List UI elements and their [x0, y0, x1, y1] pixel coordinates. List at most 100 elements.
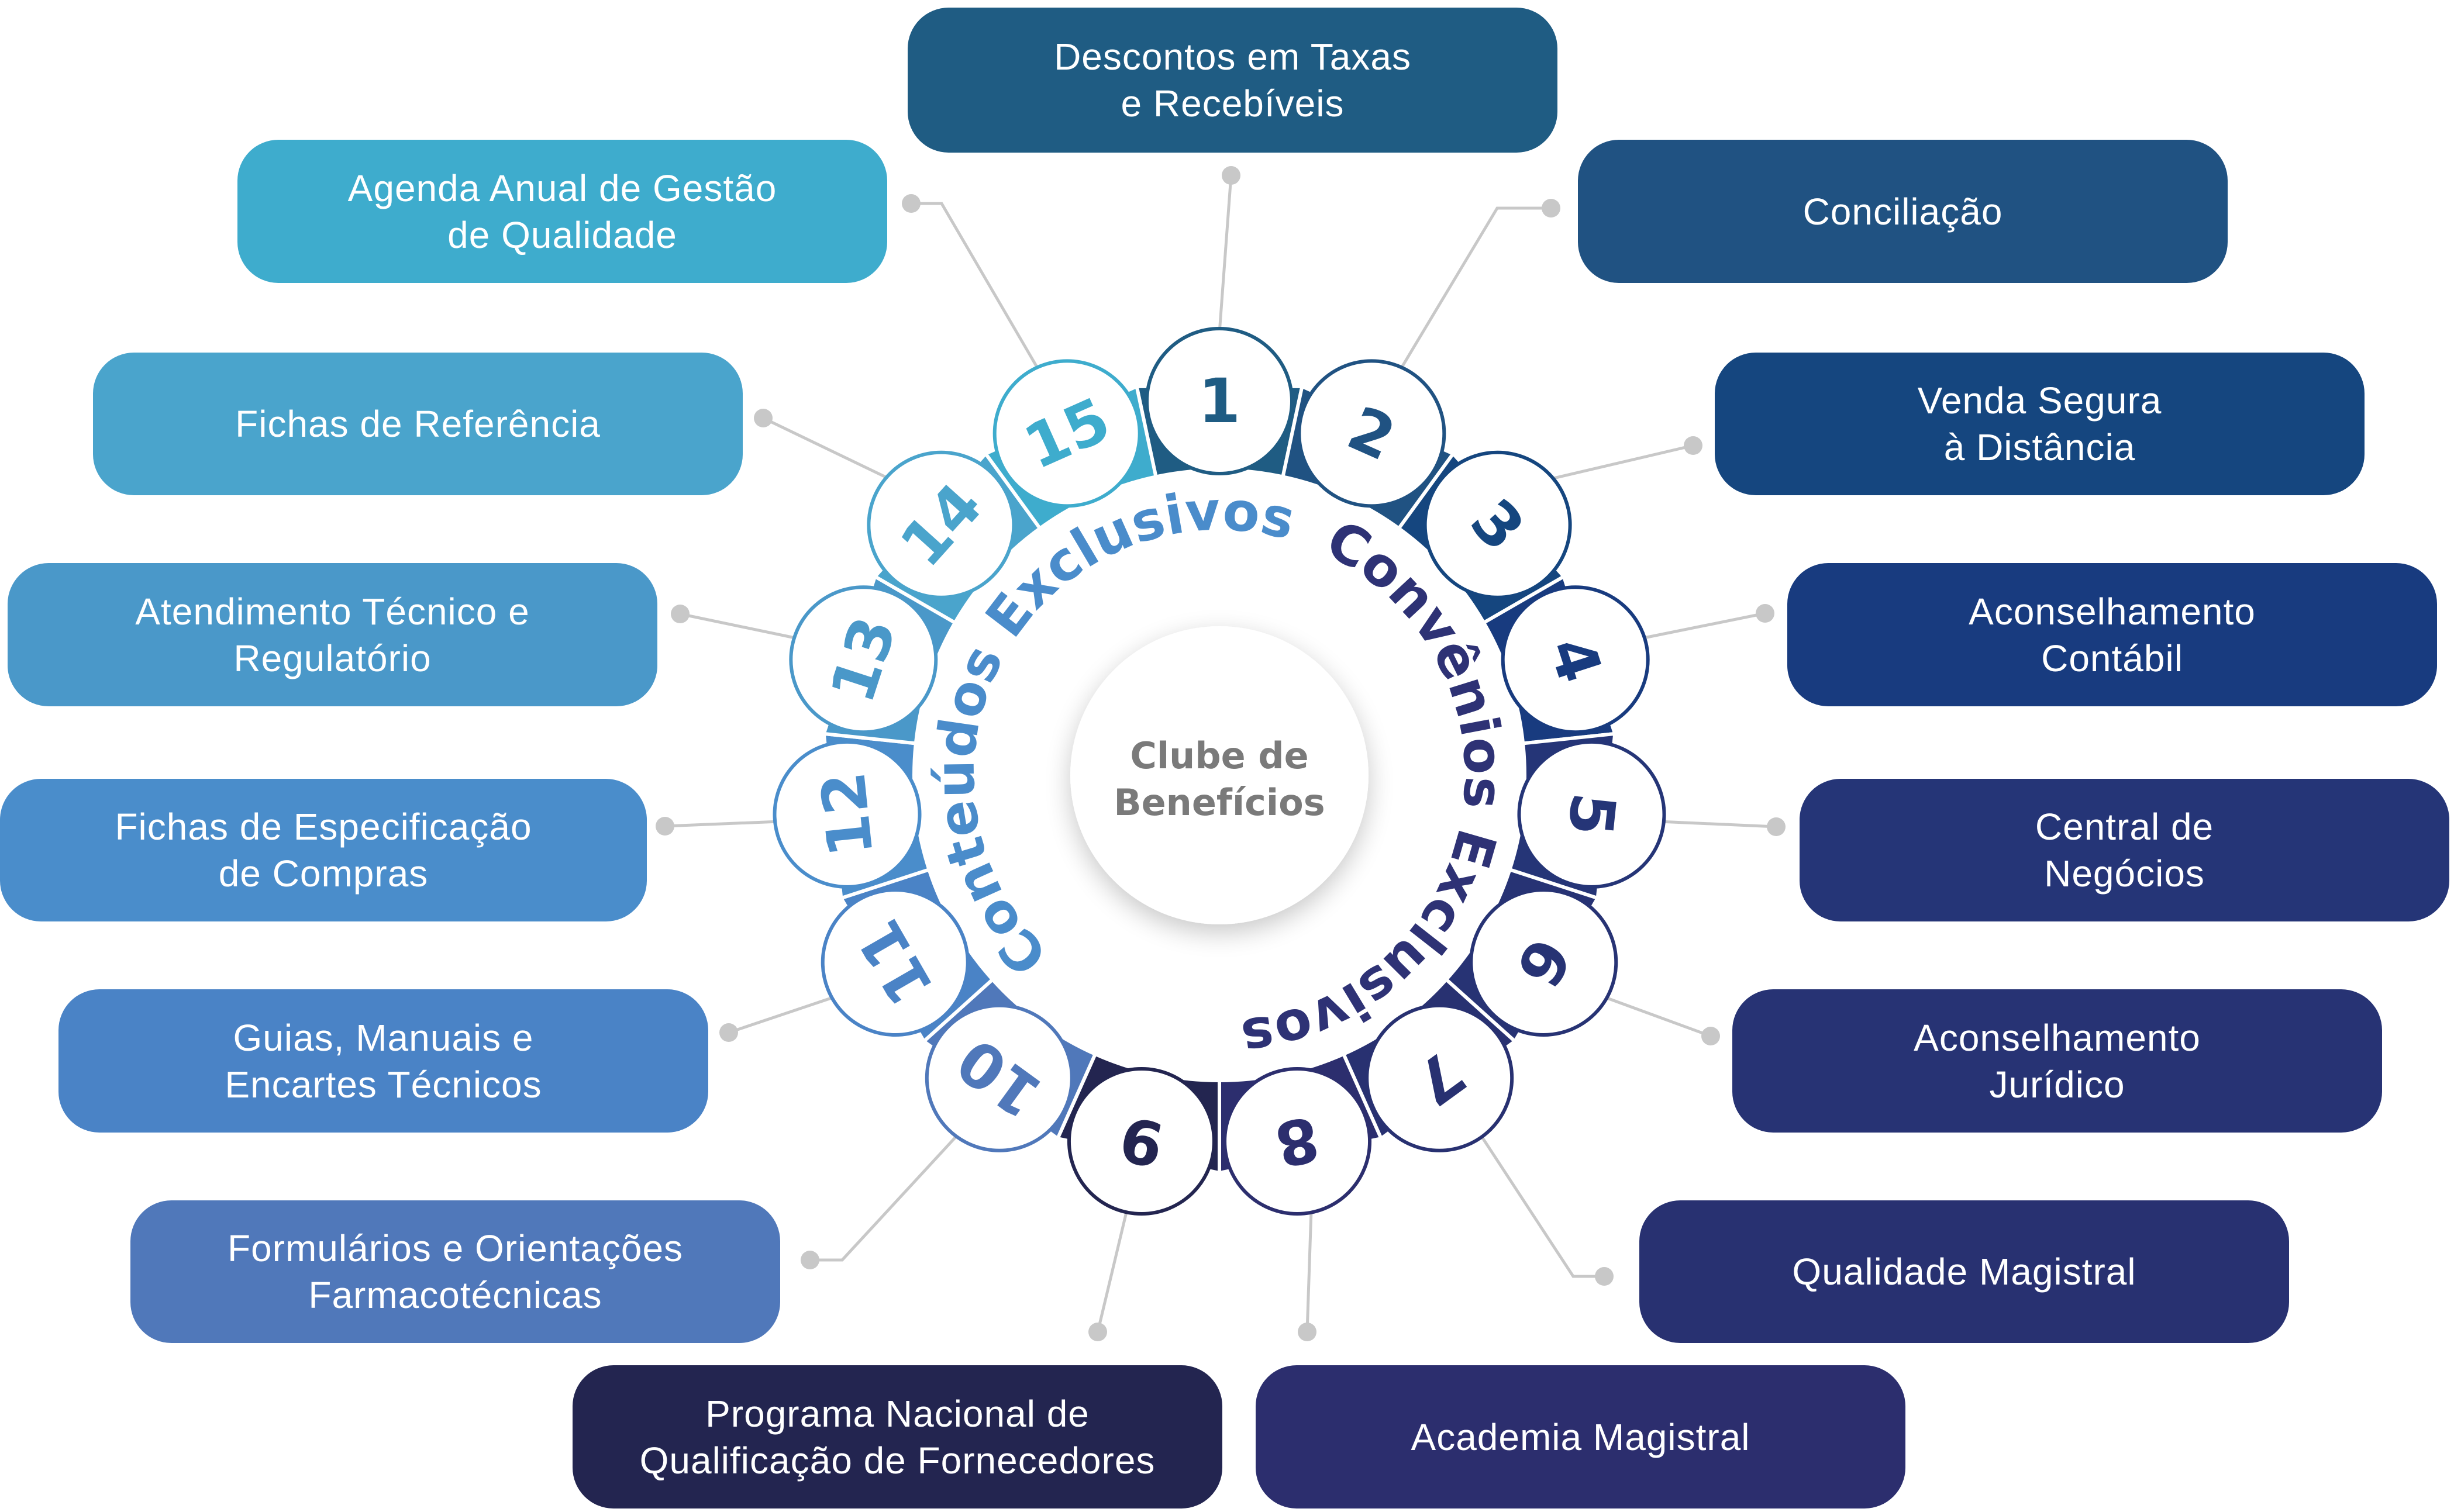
- number-badge-1: 1: [1145, 327, 1294, 475]
- benefit-label: Fichas de Especificação de Compras: [115, 806, 532, 895]
- benefit-label: Aconselhamento Jurídico: [1914, 1016, 2201, 1106]
- number-badge-circle: [821, 888, 970, 1037]
- connector-dot-4: [1756, 604, 1774, 623]
- benefit-box-11: Guias, Manuais e Encartes Técnicos: [58, 989, 708, 1133]
- center-title-line2: Benefícios: [1114, 781, 1325, 824]
- number-badge-circle: [789, 585, 938, 734]
- number-badge-circle: [1297, 359, 1446, 508]
- number-badge-10: 10: [925, 1003, 1074, 1152]
- number-badge-label: 1: [1198, 365, 1240, 437]
- connector-line-9: [1096, 1207, 1129, 1333]
- connector-line-2: [1398, 206, 1551, 372]
- number-badge-9: 9: [1067, 1067, 1216, 1216]
- benefit-label: Central de Negócios: [2035, 806, 2214, 895]
- benefit-label: Programa Nacional de Qualificação de For…: [639, 1392, 1156, 1482]
- connector-line-11: [728, 995, 837, 1034]
- benefit-box-4: Aconselhamento Contábil: [1787, 563, 2437, 706]
- number-badge-circle: [1223, 1067, 1372, 1216]
- connector-dot-3: [1684, 436, 1702, 455]
- connector-line-6: [1601, 995, 1711, 1038]
- connector-line-1: [1218, 175, 1233, 334]
- connector-dot-15: [902, 194, 921, 213]
- number-badge-3: 3: [1423, 450, 1572, 599]
- connector-dot-7: [1595, 1267, 1614, 1286]
- benefit-box-8: Academia Magistral: [1256, 1365, 1905, 1508]
- number-badge-circle: [1501, 585, 1650, 734]
- benefit-label: Atendimento Técnico e Regulatório: [135, 590, 530, 679]
- benefit-box-7: Qualidade Magistral: [1639, 1200, 2289, 1343]
- number-badge-circle: [992, 359, 1142, 508]
- number-badge-circle: [1365, 1003, 1514, 1152]
- number-badge-7: 7: [1365, 1003, 1514, 1152]
- connector-line-4: [1639, 612, 1766, 640]
- connector-dot-13: [671, 605, 690, 623]
- number-badge-circle: [1145, 327, 1294, 475]
- benefit-box-5: Central de Negócios: [1800, 779, 2449, 921]
- connector-line-13: [680, 612, 799, 640]
- connector-dot-11: [719, 1023, 738, 1042]
- benefit-label: Descontos em Taxas e Recebíveis: [1054, 36, 1411, 125]
- center-disc: [1070, 626, 1369, 924]
- connector-line-5: [1659, 820, 1777, 829]
- benefit-label: Venda Segura à Distância: [1917, 379, 2162, 468]
- benefit-label: Guias, Manuais e Encartes Técnicos: [225, 1016, 542, 1106]
- connector-line-12: [664, 820, 780, 828]
- number-badge-12: 12: [773, 740, 922, 889]
- connector-dot-12: [656, 817, 674, 836]
- number-badge-circle: [1423, 450, 1572, 599]
- connector-lines: [656, 166, 1786, 1341]
- benefit-label: Aconselhamento Contábil: [1969, 590, 2256, 679]
- benefit-label: Qualidade Magistral: [1792, 1251, 2136, 1293]
- benefit-box-3: Venda Segura à Distância: [1715, 353, 2365, 495]
- connector-dot-5: [1767, 817, 1786, 836]
- connector-line-10: [810, 1131, 961, 1262]
- number-badge-4: 4: [1501, 585, 1650, 734]
- number-badge-circle: [1517, 740, 1666, 889]
- number-badge-circle: [1469, 888, 1618, 1037]
- benefit-box-14: Fichas de Referência: [93, 353, 743, 495]
- benefit-label: Fichas de Referência: [235, 403, 601, 445]
- connector-line-15: [911, 202, 1041, 372]
- connector-dot-10: [801, 1251, 819, 1269]
- number-badge-11: 11: [821, 888, 970, 1037]
- number-badge-circle: [925, 1003, 1074, 1152]
- benefit-label: Academia Magistral: [1411, 1416, 1750, 1458]
- benefit-box-1: Descontos em Taxas e Recebíveis: [908, 8, 1557, 153]
- connector-line-7: [1478, 1132, 1604, 1278]
- benefit-label: Conciliação: [1802, 190, 2003, 233]
- number-badge-14: 14: [867, 450, 1016, 599]
- benefit-box-9: Programa Nacional de Qualificação de For…: [573, 1365, 1222, 1508]
- connector-dot-2: [1542, 199, 1560, 218]
- number-badge-6: 6: [1469, 888, 1618, 1037]
- benefit-label: Formulários e Orientações Farmacotécnica…: [227, 1227, 684, 1316]
- benefit-box-2: Conciliação: [1578, 140, 2228, 283]
- benefit-box-6: Aconselhamento Jurídico: [1732, 989, 2382, 1133]
- connector-dot-1: [1222, 166, 1240, 185]
- number-badge-label: 12: [807, 769, 887, 861]
- benefit-box-12: Fichas de Especificação de Compras: [0, 779, 647, 921]
- connector-dot-9: [1088, 1323, 1107, 1341]
- connector-line-8: [1305, 1207, 1313, 1333]
- connector-dot-8: [1298, 1323, 1316, 1341]
- benefit-box-13: Atendimento Técnico e Regulatório: [8, 563, 657, 706]
- number-badge-2: 2: [1297, 359, 1446, 508]
- connector-line-14: [762, 416, 892, 481]
- benefit-label: Agenda Anual de Gestão de Qualidade: [347, 167, 777, 256]
- number-badge-5: 5: [1517, 740, 1666, 889]
- number-badge-13: 13: [789, 585, 938, 734]
- number-badge-circle: [867, 450, 1016, 599]
- number-badge-15: 15: [992, 359, 1142, 508]
- center-title-line1: Clube de: [1130, 734, 1308, 777]
- benefit-box-15: Agenda Anual de Gestão de Qualidade: [237, 140, 887, 283]
- connector-line-3: [1547, 444, 1694, 481]
- benefit-box-10: Formulários e Orientações Farmacotécnica…: [130, 1200, 780, 1343]
- number-badge-8: 8: [1223, 1067, 1372, 1216]
- number-badge-circle: [773, 740, 922, 889]
- number-badge-circle: [1067, 1067, 1216, 1216]
- number-badge-label: 5: [1554, 790, 1629, 840]
- connector-dot-14: [754, 409, 773, 427]
- connector-dot-6: [1701, 1027, 1720, 1045]
